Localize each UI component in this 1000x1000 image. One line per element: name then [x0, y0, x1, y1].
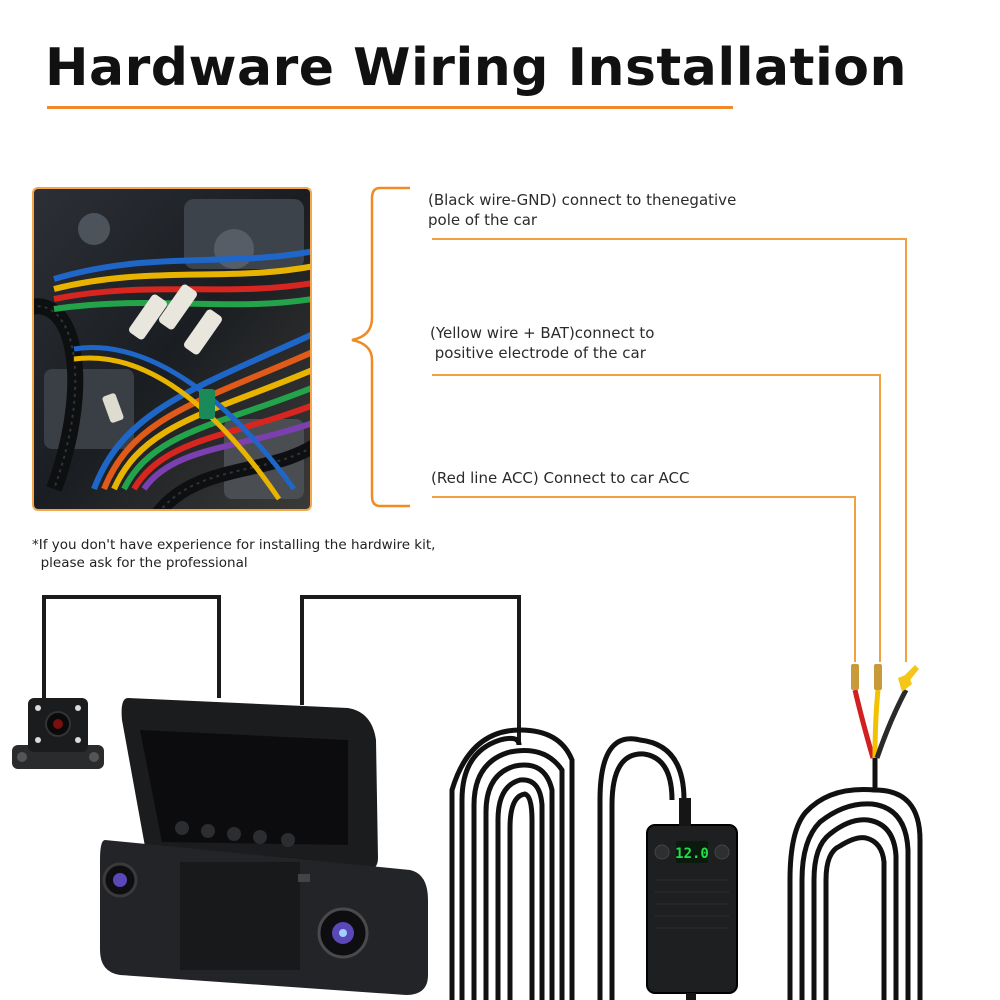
note-line-2: please ask for the professional [32, 555, 248, 571]
hardwire-kit-box-icon [646, 798, 738, 1000]
red-leader-line [432, 496, 856, 662]
engine-wiring-photo [32, 187, 312, 511]
yellow-leader-line [432, 374, 881, 662]
yellow-wire-label: (Yellow wire + BAT)connect to positive e… [430, 324, 655, 362]
installation-note: *If you don't have experience for instal… [32, 536, 435, 572]
rear-camera-icon [12, 698, 104, 769]
page-title: Hardware Wiring Installation [45, 38, 908, 98]
dashcam-icon [100, 698, 428, 995]
wire-tails [851, 664, 919, 759]
red-wire-label: (Red line ACC) Connect to car ACC [431, 469, 690, 487]
title-underline [47, 106, 733, 109]
black-leader-line [432, 238, 907, 662]
note-line-1: *If you don't have experience for instal… [32, 537, 436, 553]
label-bracket [351, 186, 410, 508]
rear-camera-cable [42, 595, 221, 705]
black-wire-label: (Black wire-GND) connect to thenegative … [428, 191, 737, 229]
power-cable-coil [449, 727, 687, 1000]
voltage-display: 12.0 [675, 846, 709, 862]
dashcam-power-cable [300, 595, 521, 745]
output-cable-coil [787, 755, 923, 1000]
